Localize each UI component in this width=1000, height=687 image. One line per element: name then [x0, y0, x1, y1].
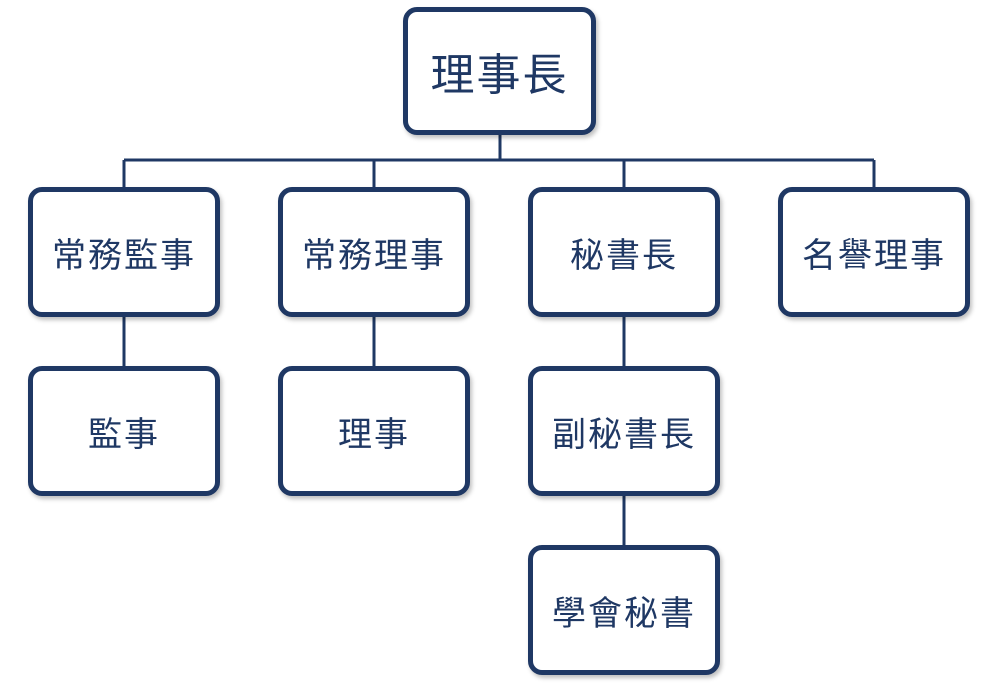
node-xuehui-mishu: 學會秘書 [528, 545, 720, 675]
node-changwu-lishi: 常務理事 [278, 187, 470, 317]
node-jianshi: 監事 [28, 366, 220, 496]
node-changwu-jianshi: 常務監事 [28, 187, 220, 317]
node-fu-mishuzhang: 副秘書長 [528, 366, 720, 496]
node-label: 名譽理事 [802, 235, 946, 276]
root-node: 理事長 [403, 7, 596, 135]
node-label: 副秘書長 [552, 414, 696, 455]
root-node-label: 理事長 [430, 50, 569, 101]
node-label: 秘書長 [570, 235, 678, 276]
node-label: 學會秘書 [552, 593, 696, 634]
node-label: 常務監事 [52, 235, 196, 276]
node-lishi: 理事 [278, 366, 470, 496]
node-mingyu-lishi: 名譽理事 [778, 187, 970, 317]
node-mishuzhang: 秘書長 [528, 187, 720, 317]
node-label: 理事 [338, 414, 410, 455]
node-label: 常務理事 [302, 235, 446, 276]
node-label: 監事 [88, 414, 160, 455]
